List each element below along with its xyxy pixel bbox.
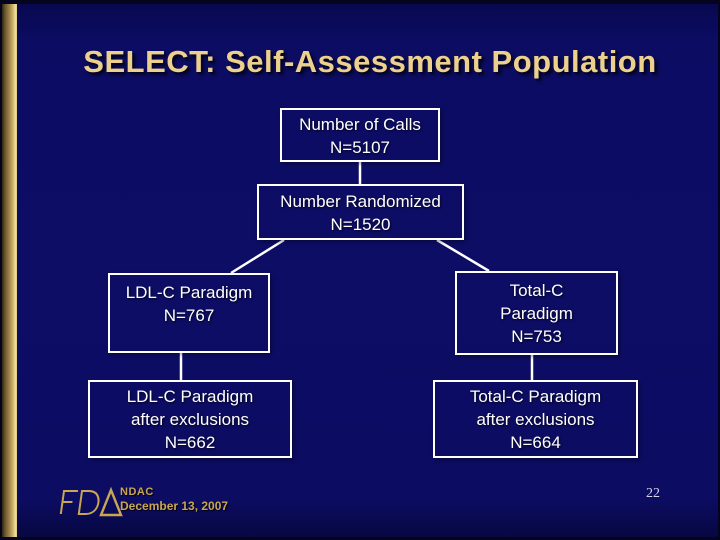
footer-org: NDAC: [120, 486, 154, 498]
node-line: N=5107: [329, 138, 391, 157]
node-line: N=1520: [330, 215, 391, 234]
slide-background: [2, 4, 718, 537]
flow-node-number-randomized: Number Randomized N=1520: [257, 184, 464, 240]
node-line: Total-C: [509, 281, 564, 300]
connector-randomized-total: [436, 238, 490, 273]
node-line: after exclusions: [476, 410, 595, 429]
node-line: N=662: [164, 433, 216, 452]
node-line: LDL-C Paradigm: [126, 387, 254, 406]
node-line: LDL-C Paradigm: [125, 283, 253, 302]
node-line: after exclusions: [130, 410, 250, 429]
slide-title: SELECT: Self-Assessment Population: [83, 44, 657, 79]
flow-node-total-after-exclusions: Total-C Paradigm after exclusions N=664: [433, 380, 638, 458]
fda-logo-icon: [54, 484, 124, 527]
page-number: 22: [646, 486, 660, 501]
flow-node-total-paradigm: Total-C Paradigm N=753: [455, 271, 618, 355]
footer-text-block: NDAC December 13, 2007: [120, 486, 228, 514]
flow-node-ldl-paradigm: LDL-C Paradigm N=767: [108, 273, 270, 353]
left-accent-bar: [2, 4, 17, 537]
node-line: Number of Calls: [299, 115, 421, 134]
node-line: Number Randomized: [280, 192, 441, 211]
flow-node-ldl-after-exclusions: LDL-C Paradigm after exclusions N=662: [88, 380, 292, 458]
node-line: Paradigm: [500, 304, 573, 323]
flow-node-number-of-calls: Number of Calls N=5107: [280, 108, 440, 162]
node-line: N=753: [511, 327, 562, 346]
node-line: N=767: [163, 306, 215, 325]
node-line: N=664: [510, 433, 561, 452]
footer-date: December 13, 2007: [120, 499, 229, 513]
node-line: Total-C Paradigm: [469, 387, 602, 406]
connector-randomized-ldl: [230, 238, 285, 275]
